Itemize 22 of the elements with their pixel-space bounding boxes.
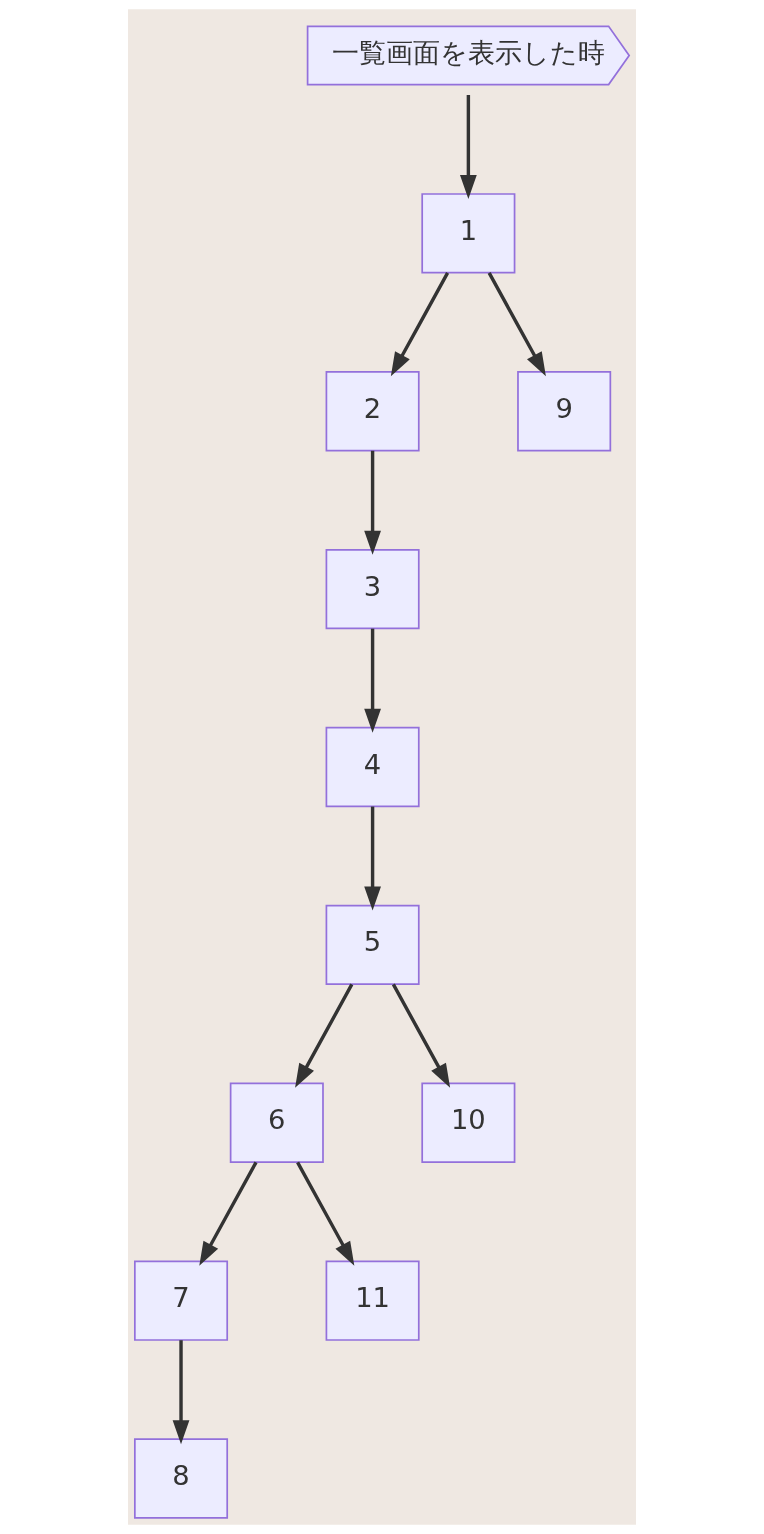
node-box: 10 [421, 1082, 516, 1163]
arrow [172, 1340, 190, 1445]
arrow [391, 983, 451, 1088]
arrow [364, 450, 381, 555]
node-box: 9 [517, 371, 612, 452]
node-box: 11 [325, 1260, 420, 1341]
node-box: 6 [229, 1082, 324, 1163]
arrow [296, 1161, 355, 1266]
node-box: 4 [325, 726, 420, 808]
node-box: 5 [325, 904, 420, 986]
arrow [199, 1161, 258, 1266]
node-box: 8 [134, 1438, 229, 1519]
arrow [459, 95, 477, 200]
arrow [390, 272, 450, 377]
node-box: 3 [325, 548, 420, 630]
arrow [487, 272, 546, 377]
node-box: 7 [134, 1260, 229, 1341]
arrow [364, 628, 381, 733]
node-box: 2 [325, 371, 420, 452]
arrow [364, 806, 381, 911]
node-box: 1 [421, 193, 516, 274]
arrow [295, 983, 354, 1088]
